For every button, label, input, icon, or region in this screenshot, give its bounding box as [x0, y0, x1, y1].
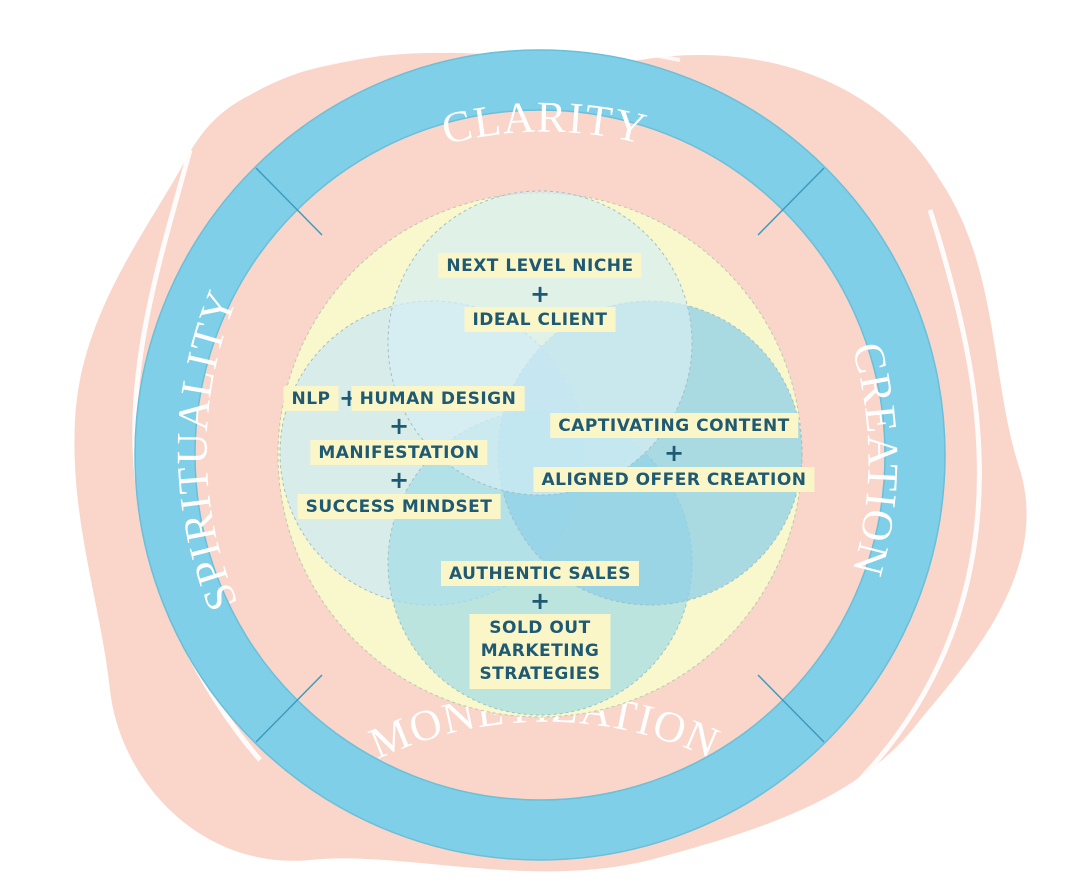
label-nlp: NLP	[283, 386, 339, 411]
label-captivating-content: CAPTIVATING CONTENT	[550, 413, 798, 438]
label-manifestation: MANIFESTATION	[310, 440, 488, 465]
label-sold-out-marketing-strategies: SOLD OUT MARKETING STRATEGIES	[469, 614, 611, 689]
label-aligned-offer-creation: ALIGNED OFFER CREATION	[533, 467, 815, 492]
label-line: STRATEGIES	[479, 664, 601, 684]
label-authentic-sales: AUTHENTIC SALES	[440, 561, 640, 586]
ring-divider	[757, 167, 825, 236]
outer-ring	[135, 50, 945, 860]
blob-swirl	[848, 209, 982, 792]
plus-icon: +	[663, 439, 685, 467]
outer-ring-edge	[134, 49, 946, 861]
label-line: MARKETING	[480, 641, 600, 661]
label-ideal-client: IDEAL CLIENT	[464, 307, 616, 332]
blob-swirl	[299, 42, 681, 72]
label-line: SOLD OUT	[489, 618, 591, 638]
ring-divider	[255, 167, 323, 236]
ring-divider	[255, 674, 323, 743]
plus-icon: +	[388, 466, 410, 494]
inner-ring-edge	[194, 109, 886, 801]
ring-divider	[757, 674, 825, 743]
plus-icon: +	[529, 280, 551, 308]
plus-icon: +	[388, 412, 410, 440]
label-next-level-niche: NEXT LEVEL NICHE	[438, 253, 642, 278]
label-success-mindset: SUCCESS MINDSET	[297, 494, 501, 519]
plus-icon: +	[529, 587, 551, 615]
label-human-design: HUMAN DESIGN	[351, 386, 525, 411]
